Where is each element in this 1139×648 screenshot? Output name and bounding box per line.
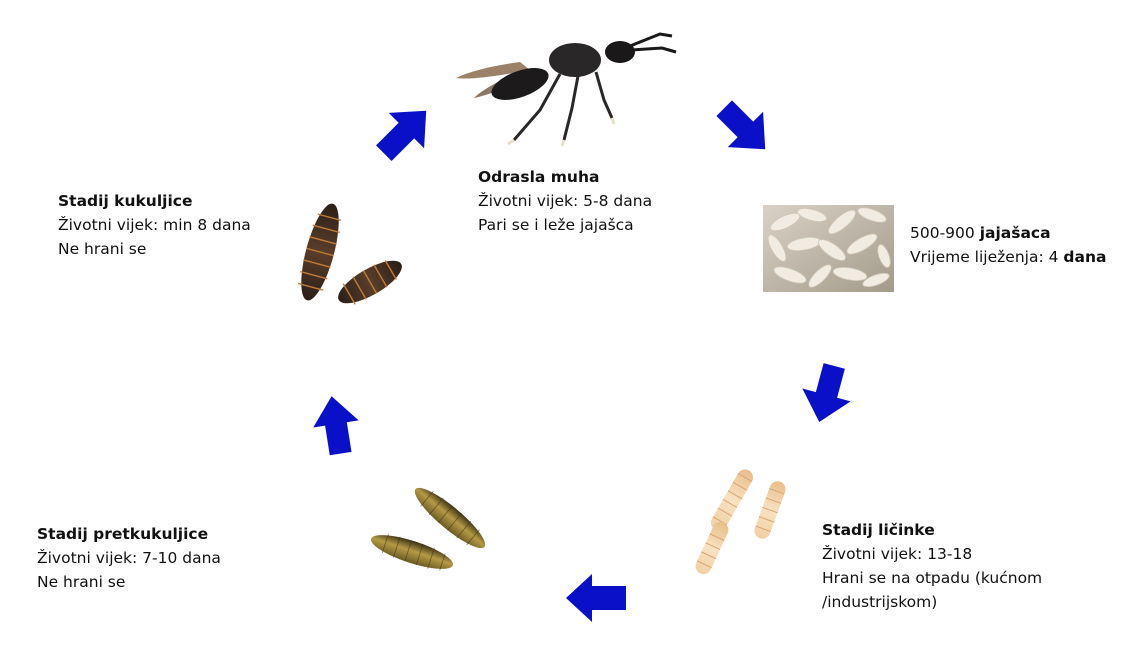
adult-stage-description: Pari se i leže jajašca xyxy=(478,213,652,237)
pupa-stage-lifespan: Životni vijek: min 8 dana xyxy=(58,213,251,237)
prepupa-stage-label: Stadij pretkukuljice Životni vijek: 7-10… xyxy=(37,522,221,594)
prepupa-stage-title: Stadij pretkukuljice xyxy=(37,522,221,546)
pupae-image xyxy=(294,200,408,311)
prepupa-stage-feeding: Ne hrani se xyxy=(37,570,221,594)
larva-stage-feeding-cont: /industrijskom) xyxy=(822,590,1042,614)
eggs-count: 500-900 xyxy=(910,224,975,242)
larva-stage-label: Stadij ličinke Životni vijek: 13-18 Hran… xyxy=(822,518,1042,614)
eggs-count-line: 500-900 jajašaca xyxy=(910,221,1106,245)
larva-stage-feeding: Hrani se na otpadu (kućnom xyxy=(822,566,1042,590)
larva-stage-title: Stadij ličinke xyxy=(822,518,1042,542)
arrow-adult-to-eggs xyxy=(707,91,783,167)
eggs-hatch-time: Vrijeme liježenja: 4 xyxy=(910,248,1058,266)
adult-stage-lifespan: Životni vijek: 5-8 dana xyxy=(478,189,652,213)
prepupa-stage-lifespan: Životni vijek: 7-10 dana xyxy=(37,546,221,570)
eggs-image xyxy=(763,205,894,292)
eggs-count-unit: jajašaca xyxy=(980,224,1051,242)
adult-stage-label: Odrasla muha Životni vijek: 5-8 dana Par… xyxy=(478,165,652,237)
adult-fly-image xyxy=(456,34,676,146)
eggs-hatch-time-unit: dana xyxy=(1063,248,1106,266)
arrow-prepupa-to-pupa xyxy=(309,393,364,457)
arrow-larva-to-prepupa xyxy=(566,574,626,622)
eggs-hatch-time-line: Vrijeme liježenja: 4 dana xyxy=(910,245,1106,269)
pupa-stage-label: Stadij kukuljice Životni vijek: min 8 da… xyxy=(58,189,251,261)
pupa-stage-title: Stadij kukuljice xyxy=(58,189,251,213)
adult-stage-title: Odrasla muha xyxy=(478,165,652,189)
larvae-image xyxy=(693,467,788,577)
prepupae-image xyxy=(368,481,492,576)
pupa-stage-feeding: Ne hrani se xyxy=(58,237,251,261)
arrow-pupa-to-adult xyxy=(366,93,444,171)
larva-stage-lifespan: Životni vijek: 13-18 xyxy=(822,542,1042,566)
arrow-eggs-to-larva xyxy=(795,359,858,428)
eggs-stage-label: 500-900 jajašaca Vrijeme liježenja: 4 da… xyxy=(910,221,1106,269)
